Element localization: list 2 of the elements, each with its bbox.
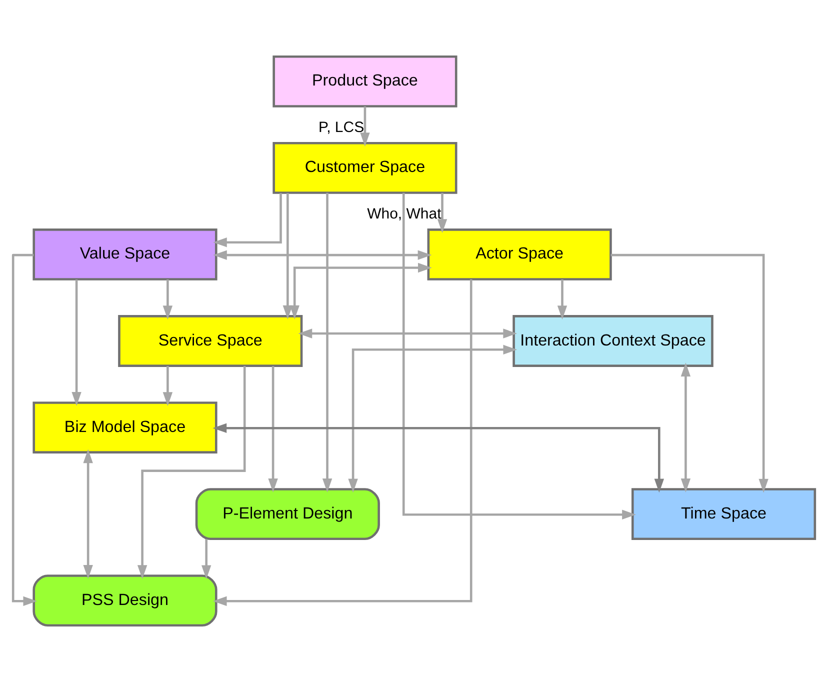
edge-label: Who, What (367, 205, 442, 222)
edge-label: P, LCS (318, 118, 364, 136)
